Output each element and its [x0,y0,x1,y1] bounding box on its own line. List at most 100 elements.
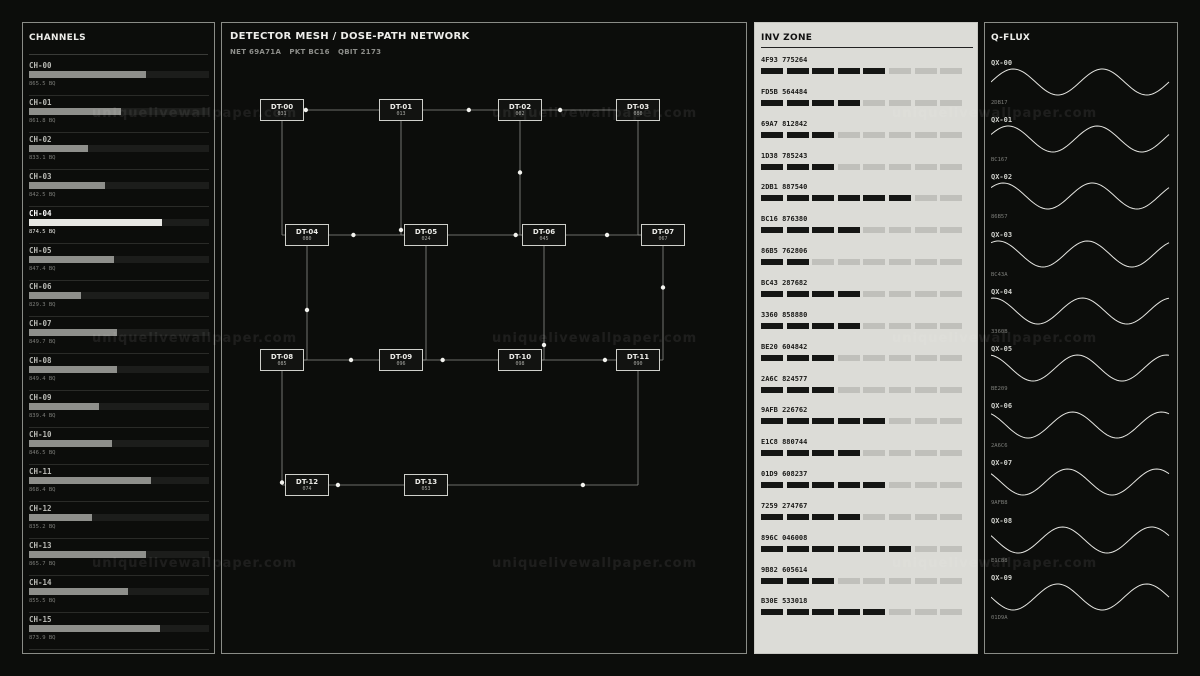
node-value: 074 [302,486,312,492]
inv-segment [761,290,783,297]
channel-level-fill [29,624,161,632]
inv-segment [812,131,835,138]
q-flux-waveform [991,125,1170,153]
packet-dot [348,357,354,363]
inv-segment [786,322,809,329]
inv-row[interactable]: 3360 858880 [761,311,973,343]
channel-name: CH-01 [29,97,52,107]
waveform-line [991,526,1170,554]
inv-segment [914,577,937,584]
channels-divider [29,54,208,55]
inv-row[interactable]: 2A6C 824577 [761,375,973,407]
pkt-label: PKT BC16 [289,48,330,56]
inv-segment [812,354,835,361]
inv-row[interactable]: BC43 287682 [761,279,973,311]
inv-row[interactable]: B30E 533018 [761,597,973,629]
inv-segment [812,322,835,329]
inv-segment [812,290,835,297]
inv-label: BC16 876380 [761,215,808,224]
channel-level-track [29,181,209,189]
channel-value: 874.5 BQ [29,228,56,235]
q-flux-value: 9AFB8 [991,500,1008,507]
q-flux-value: BC43A [991,271,1008,278]
q-flux-name: QX-01 [991,116,1013,125]
inv-row[interactable]: 1D38 785243 [761,152,973,184]
inv-segment [940,259,963,266]
inv-row[interactable]: 2DB1 887540 [761,183,973,215]
inv-row[interactable]: 69A7 812842 [761,120,973,152]
inv-row[interactable]: 896C 046008 [761,534,973,566]
inv-segment [786,577,809,584]
inv-row[interactable]: BC16 876380 [761,215,973,247]
channel-value: 855.5 BQ [29,597,56,604]
inv-row[interactable]: 9B82 605614 [761,566,973,598]
inv-segment [889,354,911,361]
channel-name: CH-12 [29,503,52,513]
node-id: DT-13 [414,478,438,486]
inv-segment [863,99,886,106]
node-value: 096 [396,361,406,367]
packet-dot [304,307,310,313]
inv-row[interactable]: BE20 604842 [761,343,973,375]
inv-row[interactable]: E1C8 880744 [761,438,973,470]
inv-segment [914,513,937,520]
channel-level-fill [29,366,118,374]
channel-value: 835.2 BQ [29,523,56,530]
inv-segment [889,68,911,74]
inv-segment [940,418,963,425]
inv-row[interactable]: FD5B 564484 [761,88,973,120]
inv-segment [863,386,886,393]
channel-row[interactable]: CH-12 835.2 BQ [29,502,209,539]
packet-dot [466,107,472,113]
inv-segment [812,195,835,202]
inv-row[interactable]: 01D9 608237 [761,470,973,502]
inv-row[interactable]: 9AFB 226762 [761,406,973,438]
inv-segment [889,259,911,266]
inv-row[interactable]: 4F93 775264 [761,56,973,88]
inv-row[interactable]: 7259 274767 [761,502,973,534]
inv-label: BC43 287682 [761,278,808,287]
inv-row[interactable]: 86B5 762806 [761,247,973,279]
inv-segment [940,513,963,520]
